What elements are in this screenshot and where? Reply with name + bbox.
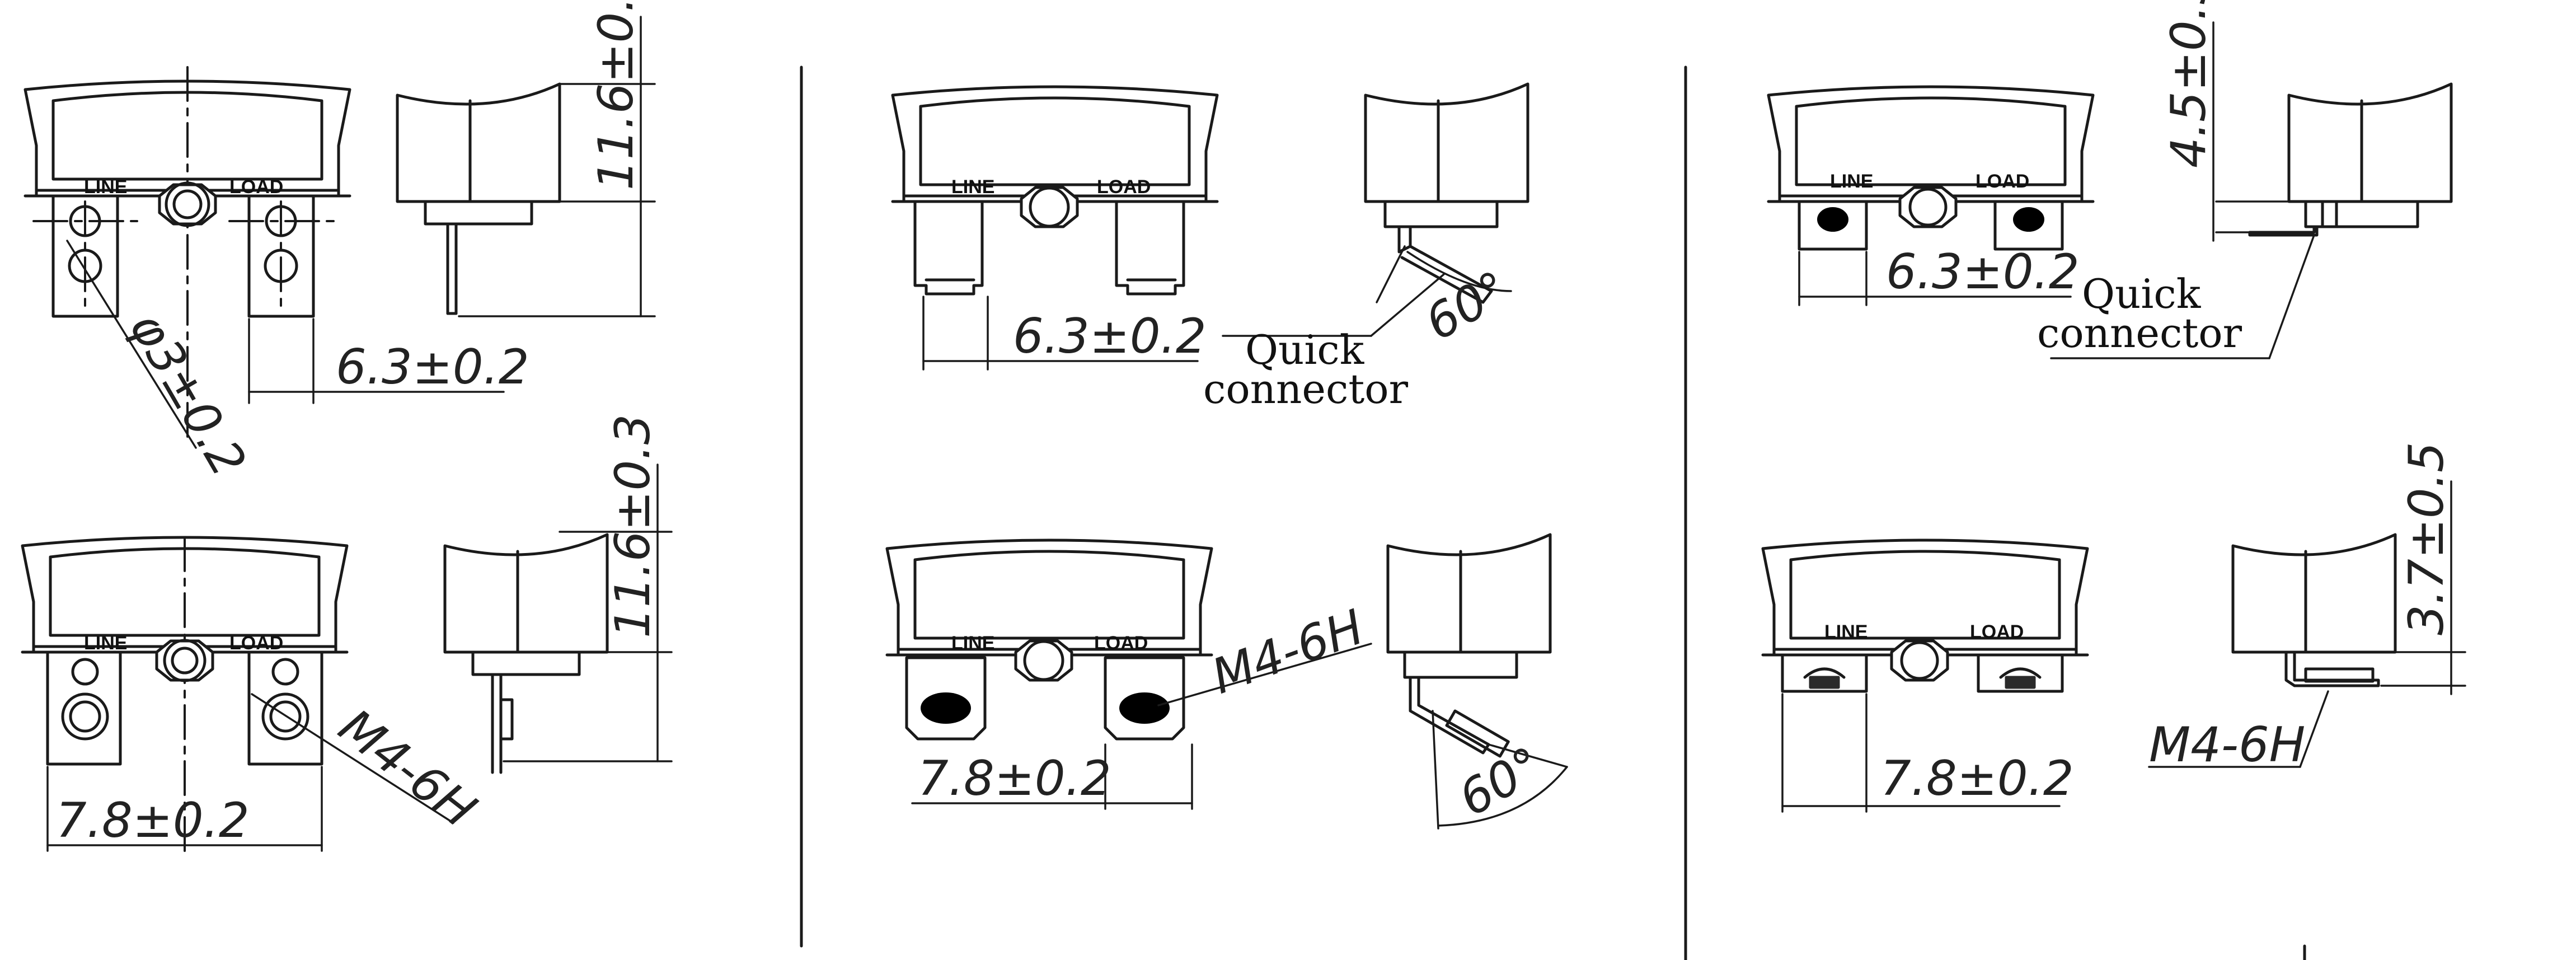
label-line-4: LINE <box>951 633 994 654</box>
note-connector-b: connector <box>2037 310 2242 357</box>
dim-spacing-7-8-a: 7.8±0.2 <box>56 793 250 849</box>
panel1-bottom-side-view: 11.6±0.3 <box>445 414 673 774</box>
dim-angle-60-b: 60° <box>1450 736 1552 827</box>
label-load-6: LOAD <box>1970 621 2024 643</box>
panel2-top-side-view: 60° Quick connector <box>1203 84 1528 413</box>
dim-spacing-6-3-b: 6.3±0.2 <box>1013 308 1207 364</box>
panel2-bottom-side-view: 60° <box>1388 535 1568 830</box>
label-load-4: LOAD <box>1094 633 1148 654</box>
dim-height-4-5: 4.5±0.5 <box>2161 0 2217 168</box>
label-line-6: LINE <box>1824 621 1868 643</box>
dim-spacing-6-3-c: 6.3±0.2 <box>1886 244 2080 300</box>
panel3-bottom-front-view: LINE LOAD 7.8±0.2 <box>1763 540 2087 813</box>
panel2-top-front-view: LINE LOAD 6.3±0.2 <box>893 87 1217 371</box>
dim-height-11-6-b: 11.6±0.3 <box>605 414 661 638</box>
dim-spacing-7-8-c: 7.8±0.2 <box>1880 751 2074 807</box>
label-load-3: LOAD <box>1097 176 1151 198</box>
note-quick-a: Quick <box>1245 326 1365 373</box>
note-quick-b: Quick <box>2082 270 2202 317</box>
label-load-5: LOAD <box>1976 171 2029 192</box>
dim-height-3-7: 3.7±0.5 <box>2399 442 2455 635</box>
panel3-top-front-view: LINE LOAD 6.3±0.2 <box>1768 87 2093 306</box>
panel1-top-side-view: 11.6±0.3 <box>397 0 656 317</box>
dim-hole-diameter: φ3±0.2 <box>119 303 257 486</box>
note-connector-a: connector <box>1203 366 1409 413</box>
panel2-bottom-front-view: LINE LOAD M4-6H 7.8±0.2 <box>887 540 1372 810</box>
dim-height-11-6-a: 11.6±0.3 <box>588 0 644 190</box>
dim-thread-m4-b: M4-6H <box>1205 599 1371 705</box>
label-line-5: LINE <box>1830 171 1873 192</box>
panel1-bottom-front-view: LINE LOAD M4-6H 7.8±0.2 <box>22 537 486 858</box>
label-load-2: LOAD <box>229 633 283 654</box>
label-line-2: LINE <box>84 633 127 654</box>
label-line: LINE <box>84 176 127 198</box>
label-load: LOAD <box>229 176 283 198</box>
panel1-top-front-view: LINE LOAD φ3±0.2 6.3±0.2 <box>25 66 529 486</box>
dim-thread-m4-a: M4-6H <box>329 699 486 839</box>
dim-spacing-6-3-a: 6.3±0.2 <box>336 339 529 395</box>
panel3-bottom-side-view: 3.7±0.5 M4-6H <box>2148 442 2466 773</box>
dim-thread-m4-c: M4-6H <box>2149 717 2305 773</box>
label-line-3: LINE <box>951 176 994 198</box>
panel3-top-side-view: 4.5±0.5 Quick connector <box>2037 0 2451 359</box>
dim-spacing-7-8-b: 7.8±0.2 <box>918 751 1111 807</box>
